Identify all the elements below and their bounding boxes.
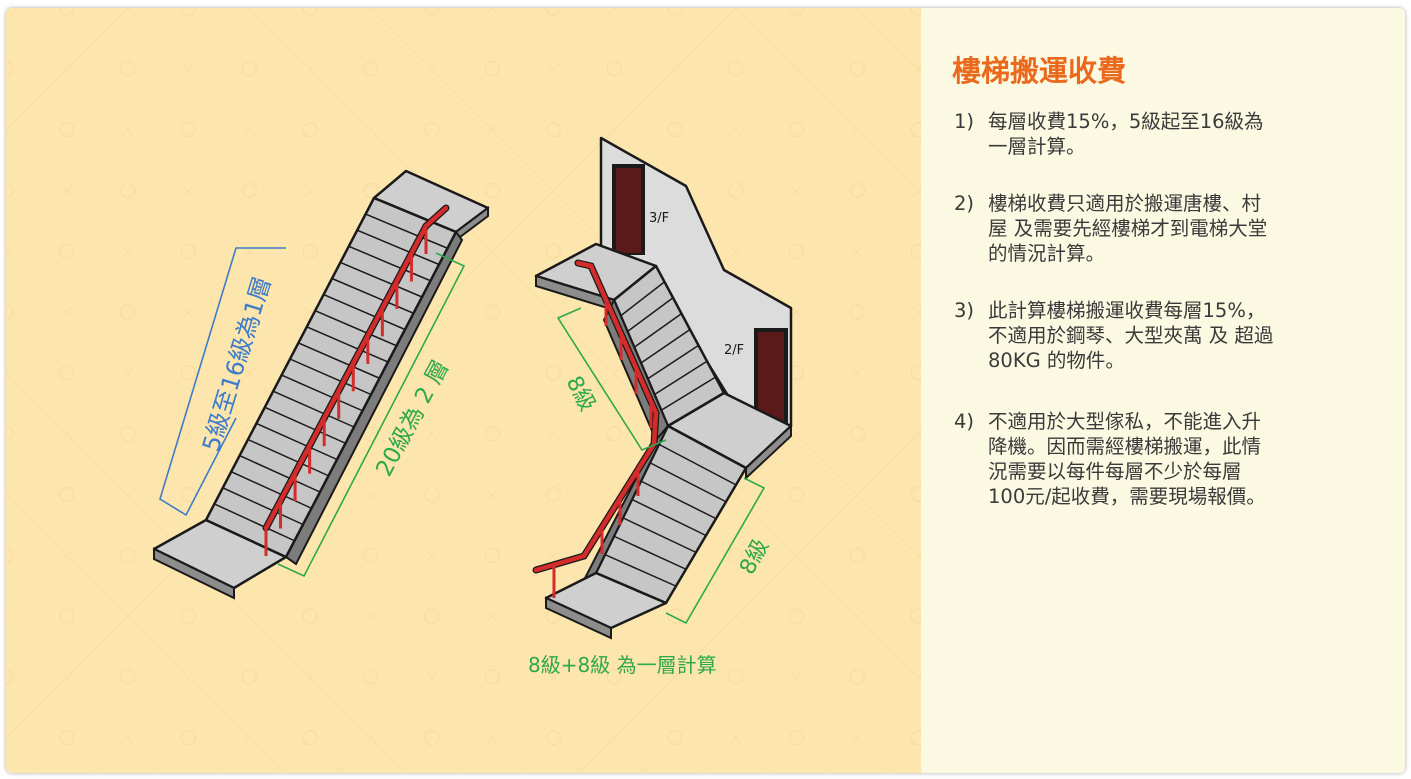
stair-step-edge [214, 503, 295, 542]
stair-step-edge [272, 390, 355, 428]
stair-step-edge [604, 553, 677, 587]
floor-label-lower: 2/F [724, 343, 744, 358]
stairs-diagram: 5級至16級為1層 20級為 2 層 3/F 2/F [6, 8, 921, 773]
stair-step-edge [281, 374, 363, 412]
stair-step-edge [640, 480, 717, 520]
rule-item-4: 4) 不適用於大型傢私，不能進入升 降機。因而需經樓梯搬運，此情 況需要以每件每… [954, 409, 1354, 509]
rule-number: 1) [954, 110, 975, 133]
stair-step-edge [256, 422, 338, 461]
stair-step-edge [613, 535, 687, 570]
stair-step-edge [356, 229, 440, 266]
stair-step-edge [658, 443, 737, 486]
stair-step-edge [649, 462, 727, 503]
stair-step-edge [622, 517, 697, 554]
stair-a: 5級至16級為1層 20級為 2 層 [152, 169, 490, 600]
rule-text: 不適用於大型傢私，不能進入升 降機。因而需經樓梯搬運，此情 況需要以每件每層不少… [988, 410, 1266, 508]
panel-title: 樓梯搬運收費 [952, 54, 1127, 88]
stair-step-edge [654, 360, 708, 396]
rule-item-1: 1) 每層收費15%，5級起至16級為 一層計算。 [954, 109, 1354, 159]
stair-step-edge [306, 326, 389, 363]
stair-step-edge [348, 245, 431, 282]
stair-b-caption: 8級+8級 為一層計算 [528, 653, 717, 677]
stair-step-edge [264, 406, 346, 444]
rule-number: 3) [954, 299, 975, 322]
info-panel: 樓梯搬運收費 1) 每層收費15%，5級起至16級為 一層計算。 2) 樓梯收費… [921, 8, 1405, 773]
stair-step-edge [230, 471, 312, 509]
rule-number: 4) [954, 410, 975, 433]
stair-step-edge [323, 293, 406, 331]
stair-step-edge [365, 213, 448, 249]
diagram-panel: 5級至16級為1層 20級為 2 層 3/F 2/F [6, 8, 921, 773]
stair-step-edge [340, 261, 423, 298]
rule-number: 2) [954, 192, 975, 215]
stair-step-edge [627, 297, 674, 333]
rule-text: 此計算樓梯搬運收費每層15%， 不適用於鋼琴、大型夾萬 及 超過 80KG 的物… [988, 299, 1274, 372]
stair-step-edge [640, 328, 691, 364]
rule-item-2: 2) 樓梯收費只適用於搬運唐樓、村 屋 及需要先經樓梯才到電梯大堂 的情況計算。 [954, 191, 1354, 266]
stair-step-edge [633, 313, 682, 348]
stair-step-edge [298, 342, 380, 379]
rule-text: 樓梯收費只適用於搬運唐樓、村 屋 及需要先經樓梯才到電梯大堂 的情況計算。 [988, 192, 1268, 265]
stair-step-edge [331, 277, 414, 314]
stair-step-edge [620, 281, 665, 317]
stair-step-edge [239, 454, 321, 493]
stair-step-edge [222, 487, 304, 526]
floor-label-upper: 3/F [649, 211, 669, 226]
rule-item-3: 3) 此計算樓梯搬運收費每層15%， 不適用於鋼琴、大型夾萬 及 超過 80KG… [954, 298, 1354, 373]
stair-step-edge [647, 344, 699, 380]
stair-step-edge [247, 438, 329, 477]
stair-step-edge [314, 310, 397, 347]
rule-text: 每層收費15%，5級起至16級為 一層計算。 [988, 110, 1264, 158]
stair-step-edge [631, 498, 707, 537]
stair-step-edge [660, 376, 716, 411]
window-frame: 5級至16級為1層 20級為 2 層 3/F 2/F [6, 8, 1405, 773]
stair-step-edge [289, 358, 372, 396]
